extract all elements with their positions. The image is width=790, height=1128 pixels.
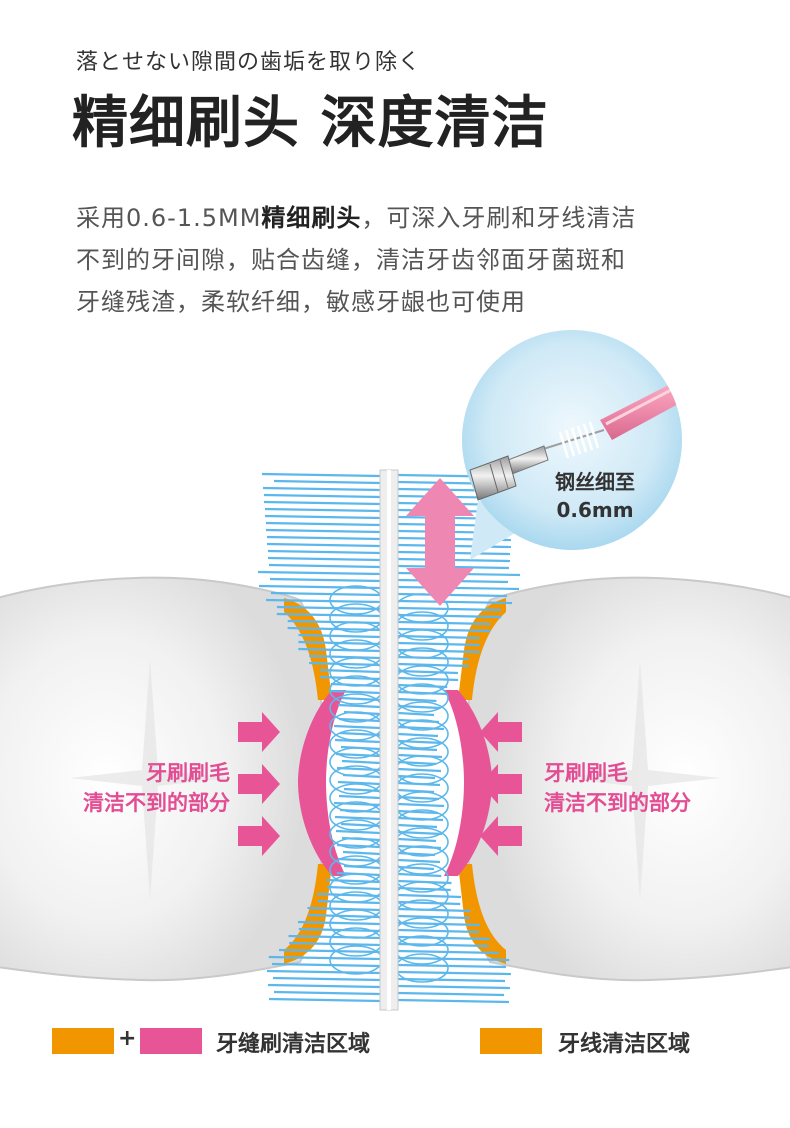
description-bold: 精细刷头: [261, 204, 362, 232]
metal-ferrule: [469, 445, 549, 501]
right-sparkle: [560, 660, 720, 900]
right-pointer-arrows: [480, 712, 522, 856]
page-subtitle: 落とせない隙間の歯垢を取り除く: [76, 50, 422, 75]
legend-plus: +: [118, 1026, 137, 1051]
wire-thickness-label: 钢丝细至 0.6mm: [540, 468, 650, 524]
description-line-3: 牙缝残渣，柔软纤细，敏感牙龈也可使用: [76, 288, 526, 316]
left-floss-zone-bottom: [284, 864, 332, 964]
arrow-left-icon: [480, 764, 522, 804]
right-floss-zone-top: [458, 598, 506, 700]
arrow-left-icon: [480, 816, 522, 856]
description-line-2: 不到的牙间隙，贴合齿缝，清洁牙齿邻面牙菌斑和: [76, 246, 626, 274]
left-callout-line-2: 清洁不到的部分: [83, 791, 230, 815]
right-brush-zone: [444, 690, 492, 876]
interdental-brush-illustration: [0, 330, 790, 1011]
left-brush-zone: [298, 690, 346, 876]
legend-swatch-orange-floss: [480, 1028, 542, 1054]
legend-swatch-orange: [52, 1028, 114, 1054]
left-callout-line-1: 牙刷刷毛: [146, 761, 230, 785]
wire-label-line-2: 0.6mm: [556, 498, 634, 522]
wire-label-line-1: 钢丝细至: [555, 470, 635, 494]
legend-item-floss: 牙线清洁区域: [558, 1032, 691, 1057]
left-sparkle: [70, 660, 230, 900]
right-callout: 牙刷刷毛 清洁不到的部分: [544, 758, 764, 818]
description-prefix: 采用0.6-1.5MM: [76, 204, 262, 232]
description-line-1: 采用0.6-1.5MM精细刷头，可深入牙刷和牙线清洁: [76, 198, 636, 233]
arrow-right-icon: [238, 764, 280, 804]
arrow-right-icon: [238, 816, 280, 856]
legend-item-interdental-brush: 牙缝刷清洁区域: [216, 1032, 371, 1057]
arrow-right-icon: [238, 712, 280, 752]
movement-arrow-icon: [406, 478, 474, 606]
left-pointer-arrows: [238, 712, 280, 856]
bubble-tail: [470, 500, 520, 560]
legend-swatch-pink: [140, 1028, 202, 1054]
brush-bristles: [257, 472, 521, 1004]
right-floss-zone-bottom: [458, 864, 506, 964]
left-callout: 牙刷刷毛 清洁不到的部分: [40, 758, 230, 818]
description-suffix: ，可深入牙刷和牙线清洁: [361, 204, 637, 232]
page-title: 精细刷头 深度清洁: [72, 91, 549, 156]
right-callout-line-2: 清洁不到的部分: [544, 791, 691, 815]
right-callout-line-1: 牙刷刷毛: [544, 761, 628, 785]
arrow-left-icon: [480, 712, 522, 752]
